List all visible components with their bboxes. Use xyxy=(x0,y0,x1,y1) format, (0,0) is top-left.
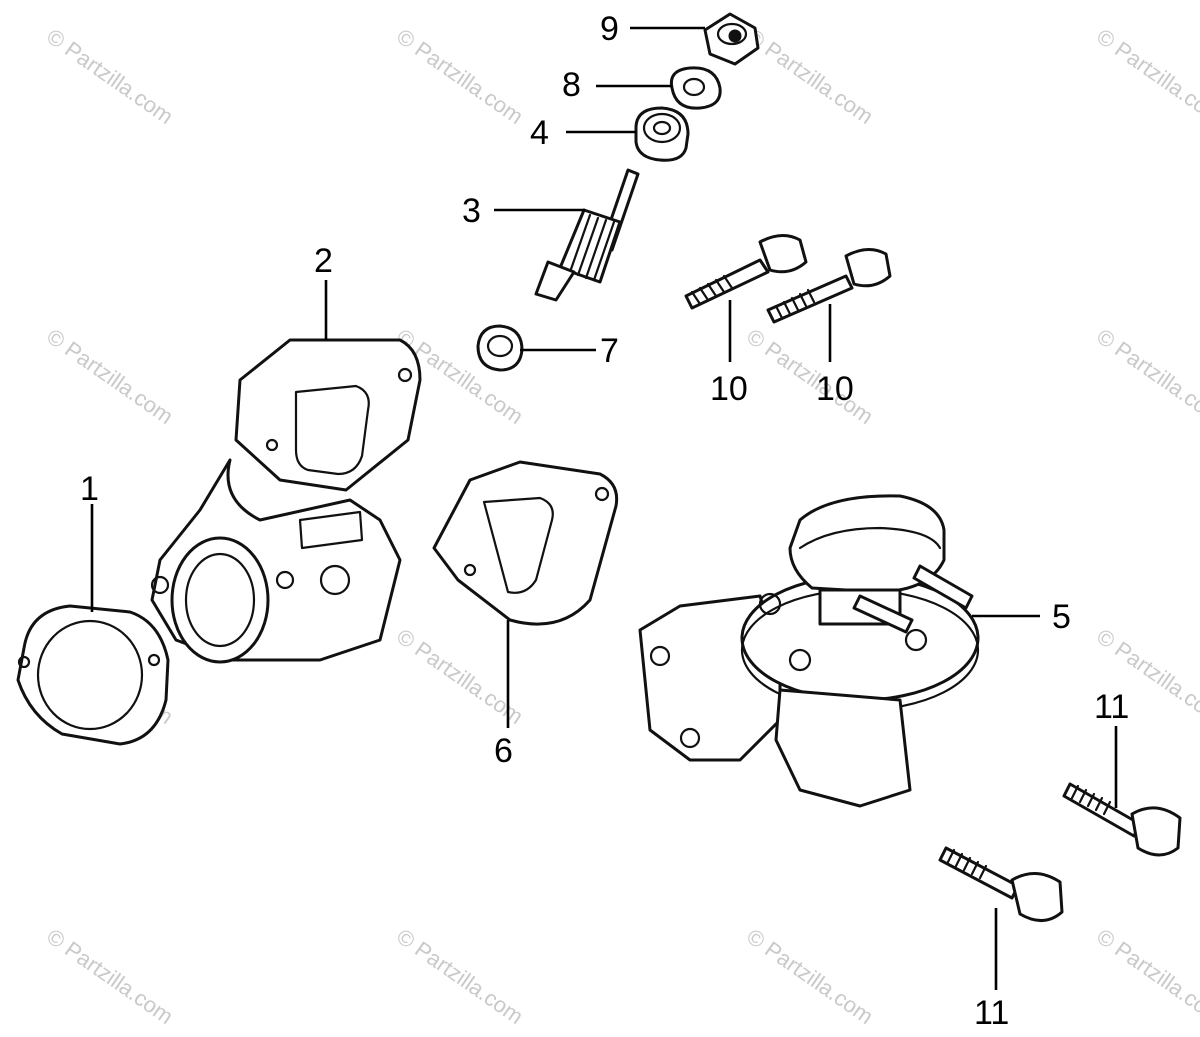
watermark: © Partzilla.com xyxy=(1092,924,1200,1030)
part-8-washer[interactable] xyxy=(669,66,722,110)
callout-4: 4 xyxy=(530,114,549,152)
watermark: © Partzilla.com xyxy=(742,924,878,1030)
watermark: © Partzilla.com xyxy=(42,924,178,1030)
watermark: © Partzilla.com xyxy=(42,24,178,130)
part-4-seal[interactable] xyxy=(634,106,690,162)
watermark: © Partzilla.com xyxy=(1092,324,1200,430)
callout-3: 3 xyxy=(462,192,481,230)
part-3-gear-shaft[interactable] xyxy=(534,168,640,302)
callout-7: 7 xyxy=(600,332,619,370)
leader-lines xyxy=(90,26,1118,990)
callout-8: 8 xyxy=(562,66,581,104)
callout-11a: 11 xyxy=(1094,688,1129,726)
part-5-fuel-pump[interactable] xyxy=(638,494,980,808)
watermark: © Partzilla.com xyxy=(742,324,878,430)
callout-9: 9 xyxy=(600,10,619,48)
callout-10a: 10 xyxy=(710,370,748,408)
watermark: © Partzilla.com xyxy=(1092,24,1200,130)
part-11-bolt-b[interactable] xyxy=(938,846,1064,922)
watermark: © Partzilla.com xyxy=(42,324,178,430)
callout-6: 6 xyxy=(494,732,513,770)
part-6-gasket-plate[interactable] xyxy=(432,460,619,626)
watermark: © Partzilla.com xyxy=(742,24,878,130)
callout-5: 5 xyxy=(1052,598,1071,636)
part-2-housing[interactable] xyxy=(150,338,422,664)
callout-10b: 10 xyxy=(816,370,854,408)
part-10-bolt-a[interactable] xyxy=(684,234,808,310)
part-11-bolt-a[interactable] xyxy=(1062,782,1182,857)
part-1-gasket[interactable] xyxy=(16,604,170,746)
callout-2: 2 xyxy=(314,242,333,280)
callout-labels: 9 8 4 3 2 7 10 10 1 6 5 11 11 xyxy=(80,10,1129,1032)
watermark: © Partzilla.com xyxy=(392,924,528,1030)
part-9-cap-nut[interactable] xyxy=(703,12,760,66)
part-10-bolt-b[interactable] xyxy=(766,248,892,324)
callout-1: 1 xyxy=(80,470,99,508)
callout-11b: 11 xyxy=(974,994,1009,1032)
part-7-oil-seal[interactable] xyxy=(476,324,524,372)
watermark: © Partzilla.com xyxy=(392,24,528,130)
